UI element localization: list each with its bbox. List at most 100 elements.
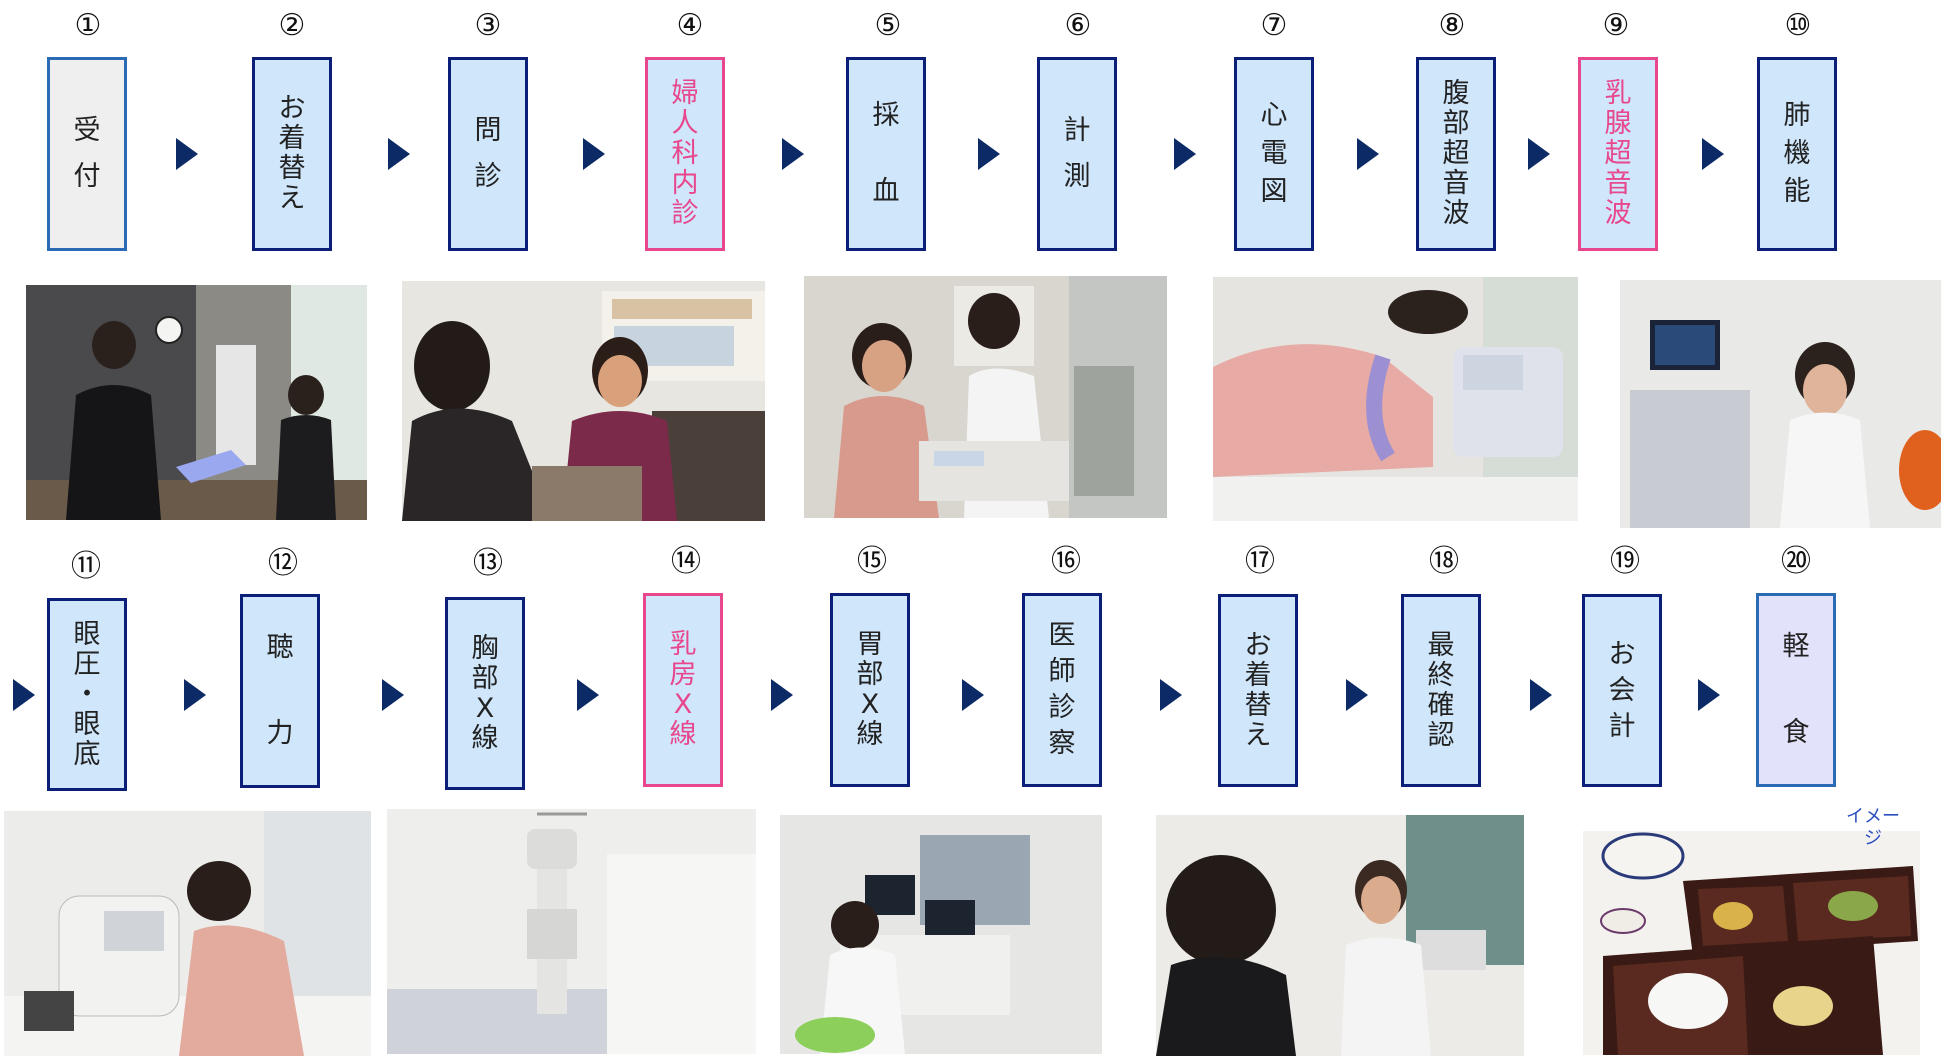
step-box-measurement: 計 測 — [1037, 57, 1117, 251]
step-char: 診 — [1048, 692, 1076, 723]
step-char: 付 — [73, 161, 101, 192]
step-number: ⑰ — [1245, 544, 1275, 579]
step-char: 部 — [1442, 108, 1470, 139]
flow-arrow — [13, 679, 35, 711]
step-char: 波 — [1604, 198, 1632, 229]
photo-interview — [402, 281, 765, 521]
step-number: ⑤ — [874, 8, 902, 43]
step-number: ③ — [474, 8, 502, 43]
photo-stomach-xray — [780, 815, 1102, 1054]
step-char: 医 — [1048, 620, 1076, 651]
step-char: 最 — [1427, 629, 1455, 661]
step-char: 聴 — [266, 632, 294, 663]
photo-ecg — [1213, 277, 1578, 521]
photo-chest-xray — [387, 809, 756, 1054]
step-char: 線 — [471, 722, 499, 754]
step-char: 師 — [1048, 656, 1076, 687]
image-note: イメー ジ — [1828, 806, 1918, 850]
step-number: ⑮ — [857, 544, 887, 579]
step-box-chest-xray: 胸 部 X 線 — [445, 597, 525, 790]
step-char: 力 — [266, 718, 294, 749]
step-char: 腺 — [1604, 108, 1632, 139]
step-char: X — [475, 692, 495, 724]
flow-arrow — [184, 679, 206, 711]
step-char: 眼 — [73, 708, 101, 740]
flow-arrow — [978, 138, 1000, 170]
step-char: 終 — [1427, 659, 1455, 691]
flow-arrow — [382, 679, 404, 711]
photo-reception — [26, 285, 367, 520]
step-char: お — [278, 93, 306, 124]
flow-arrow — [577, 679, 599, 711]
step-char: 機 — [1783, 138, 1811, 169]
image-note-line: イメー — [1846, 806, 1900, 827]
flow-arrow — [1346, 679, 1368, 711]
step-box-doctor-exam: 医 師 診 察 — [1022, 593, 1102, 787]
step-char: 着 — [1244, 659, 1272, 691]
flow-arrow — [771, 679, 793, 711]
step-char: 計 — [1063, 115, 1091, 146]
flow-arrow — [1357, 138, 1379, 170]
step-box-lung-function: 肺 機 能 — [1757, 57, 1837, 251]
photo-blood-draw — [804, 276, 1167, 518]
step-number: ⑱ — [1429, 544, 1459, 579]
step-char: 図 — [1260, 176, 1288, 207]
step-char: ・ — [73, 678, 101, 710]
flow-arrow — [1702, 138, 1724, 170]
step-box-change-clothes-2: お 着 替 え — [1218, 594, 1298, 787]
step-box-final-check: 最 終 確 認 — [1401, 594, 1481, 787]
step-box-payment: お 会 計 — [1582, 594, 1662, 787]
step-char: 科 — [671, 138, 699, 169]
step-char: 心 — [1260, 100, 1288, 131]
step-box-hearing: 聴 力 — [240, 594, 320, 788]
step-char: 採 — [872, 100, 900, 131]
step-char: 認 — [1427, 719, 1455, 751]
step-box-gynecology: 婦 人 科 内 診 — [645, 57, 725, 251]
step-char: 能 — [1783, 176, 1811, 207]
step-char: 線 — [856, 719, 884, 750]
step-char: お — [1608, 638, 1636, 670]
step-box-breast-ultrasound: 乳 腺 超 音 波 — [1578, 57, 1658, 251]
step-char: 電 — [1260, 138, 1288, 169]
step-char: 受 — [73, 115, 101, 146]
step-char: え — [1244, 719, 1272, 751]
flow-arrow — [388, 138, 410, 170]
step-box-abdominal-ultrasound: 腹 部 超 音 波 — [1416, 57, 1496, 251]
step-char: 胃 — [856, 629, 884, 660]
step-char: 確 — [1427, 689, 1455, 721]
step-char: 診 — [474, 161, 502, 192]
step-number: ⑳ — [1781, 544, 1811, 579]
step-box-ecg: 心 電 図 — [1234, 57, 1314, 251]
step-char: 眼 — [73, 618, 101, 650]
step-char: 底 — [73, 738, 101, 770]
step-char: 胸 — [471, 632, 499, 664]
step-char: 房 — [669, 659, 697, 690]
step-number: ⑩ — [1784, 8, 1812, 43]
step-number: ④ — [676, 8, 704, 43]
step-box-reception: 受 付 — [47, 57, 127, 251]
step-char: 圧 — [73, 648, 101, 680]
step-number: ⑥ — [1064, 8, 1092, 43]
step-char: 乳 — [669, 629, 697, 660]
step-char: 超 — [1442, 138, 1470, 169]
step-char: 部 — [471, 662, 499, 694]
step-char: 察 — [1048, 728, 1076, 759]
step-number: ② — [278, 8, 306, 43]
flow-arrow — [962, 679, 984, 711]
step-box-stomach-xray: 胃 部 X 線 — [830, 593, 910, 787]
step-char: 人 — [671, 108, 699, 139]
flow-arrow — [782, 138, 804, 170]
step-box-change-clothes: お 着 替 え — [252, 57, 332, 251]
flow-arrow — [176, 138, 198, 170]
step-char: 音 — [1604, 168, 1632, 199]
step-char: 会 — [1608, 674, 1636, 706]
flow-arrow — [1160, 679, 1182, 711]
step-char: 計 — [1608, 710, 1636, 742]
step-box-mammography: 乳 房 X 線 — [643, 593, 723, 787]
step-char: 血 — [872, 176, 900, 207]
step-char: 診 — [671, 198, 699, 229]
step-char: え — [278, 183, 306, 214]
step-number: ① — [74, 8, 102, 43]
step-char: 肺 — [1783, 100, 1811, 131]
step-box-light-meal: 軽 食 — [1756, 593, 1836, 787]
